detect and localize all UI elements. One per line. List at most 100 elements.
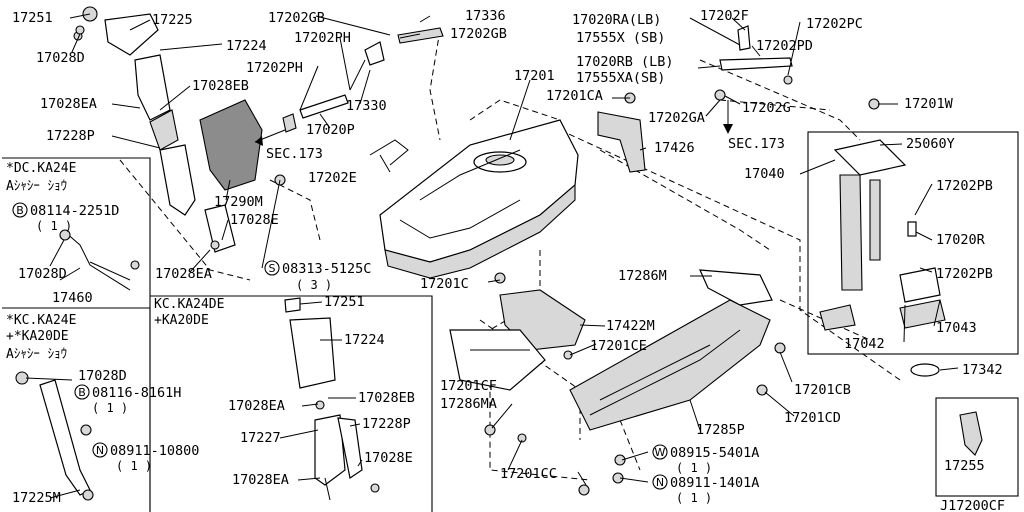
label-17336: 17336 — [465, 8, 506, 24]
label-17201CF: 17201CF — [440, 378, 497, 394]
label-17330: 17330 — [346, 98, 387, 114]
screw-S-symbol: S — [269, 262, 276, 275]
label-17202PC: 17202PC — [806, 16, 863, 32]
variant-notes: *DC.KA24E Aｼｬｼｰ ｼｮｳ *KC.KA24E +*KA20DE A… — [6, 161, 224, 362]
label-08116-qty: ( 1 ) — [92, 401, 128, 415]
label-17228P-tl: 17228P — [46, 128, 95, 144]
filler-bracket-17460 — [59, 229, 140, 291]
label-17201C: 17201C — [420, 276, 469, 292]
label-17202PB-1: 17202PB — [936, 178, 993, 194]
label-17201CD: 17201CD — [784, 410, 841, 426]
section-references: SEC.173 SEC.173 — [266, 136, 785, 162]
label-17202PH-1: 17202PH — [294, 30, 351, 46]
crossmember-17422M — [449, 289, 586, 391]
label-08911-1401: 08911-1401A — [670, 475, 759, 491]
label-17040: 17040 — [744, 166, 785, 182]
label-08915: 08915-5401A — [670, 445, 759, 461]
label-17460: 17460 — [52, 290, 93, 306]
fuel-pump-assembly — [819, 139, 946, 377]
label-17028E-tl: 17028E — [230, 212, 279, 228]
label-08114: 08114-2251D — [30, 203, 119, 219]
bolt-B-symbol-2: B — [78, 386, 86, 399]
section-dividers — [2, 131, 1019, 512]
label-17020RB: 17020RB (LB) — [576, 54, 674, 70]
washer-08915-label: W 08915-5401A ( 1 ) — [652, 444, 759, 475]
label-17201CB: 17201CB — [794, 382, 851, 398]
label-17202GB-1: 17202GB — [268, 10, 325, 26]
label-17042: 17042 — [844, 336, 885, 352]
label-17555X: 17555X (SB) — [576, 30, 665, 46]
label-17202PB-2: 17202PB — [936, 266, 993, 282]
label-17225: 17225 — [152, 12, 193, 28]
label-17202E: 17202E — [308, 170, 357, 186]
17255-box — [935, 397, 1019, 497]
vent-lines-right — [714, 25, 793, 101]
label-17202PD: 17202PD — [756, 38, 813, 54]
label-08116: 08116-8161H — [92, 385, 181, 401]
label-17028D-ml: 17028D — [18, 266, 67, 282]
label-17028D-tl: 17028D — [36, 50, 85, 66]
label-17028E-bm: 17028E — [364, 450, 413, 466]
note-dc-line1: *DC.KA24E — [6, 161, 76, 176]
leader-lines — [25, 13, 959, 499]
screw-08313-label: S 08313-5125C ( 3 ) — [264, 260, 371, 292]
label-08911-10800-qty: ( 1 ) — [116, 459, 152, 473]
label-17028EA-tl: 17028EA — [40, 96, 97, 112]
part-labels: 17251 17225 17224 17028D 17028EA 17028EB… — [12, 8, 1005, 512]
filler-assembly-bm — [284, 297, 380, 501]
label-17020P: 17020P — [306, 122, 355, 138]
fuel-tank-17201 — [379, 119, 579, 279]
label-17227: 17227 — [240, 430, 281, 446]
label-17028EB-tl: 17028EB — [192, 78, 249, 94]
fuel-pump-box — [807, 131, 1019, 355]
vent-tubes — [282, 27, 444, 166]
label-08911-1401-qty: ( 1 ) — [676, 491, 712, 505]
label-17201CC: 17201CC — [500, 466, 557, 482]
label-17224-tl: 17224 — [226, 38, 267, 54]
label-17028EA-bm2: 17028EA — [232, 472, 289, 488]
label-17224-bm: 17224 — [344, 332, 385, 348]
label-17201CE: 17201CE — [590, 338, 647, 354]
note-kc-line1: *KC.KA24E — [6, 313, 76, 328]
label-17201W: 17201W — [904, 96, 954, 112]
label-17028EA-bm1: 17028EA — [228, 398, 285, 414]
nut-08911-10800-label: N 08911-10800 ( 1 ) — [92, 442, 199, 473]
note-kc-line2: +*KA20DE — [6, 329, 69, 344]
washer-W-symbol: W — [655, 446, 666, 459]
label-17202G: 17202G — [742, 100, 791, 116]
label-17251-tl: 17251 — [12, 10, 53, 26]
label-17422M: 17422M — [606, 318, 655, 334]
label-17342: 17342 — [962, 362, 1003, 378]
sec173-ref-right: SEC.173 — [728, 136, 785, 152]
label-17202GA: 17202GA — [648, 110, 705, 126]
strap-17255 — [959, 411, 983, 456]
label-08313: 08313-5125C — [282, 261, 371, 277]
note-kc-line3: Aｼｬｼｰ ｼｮｳ — [6, 347, 67, 362]
tank-protector-17285P — [569, 269, 773, 431]
label-17028D-bl: 17028D — [78, 368, 127, 384]
label-17251-bm: 17251 — [324, 294, 365, 310]
label-17201CA: 17201CA — [546, 88, 603, 104]
nut-N-symbol: N — [96, 444, 104, 457]
label-08915-qty: ( 1 ) — [676, 461, 712, 475]
nut-N-symbol-2: N — [656, 476, 664, 489]
sec173-ref-left: SEC.173 — [266, 146, 323, 162]
diagram-code: J17200CF — [940, 498, 1005, 512]
label-17028EA-mid: 17028EA — [155, 266, 212, 282]
label-17290M: 17290M — [214, 194, 263, 210]
label-17020RA: 17020RA(LB) — [572, 12, 661, 28]
bolt-08116-label: B 08116-8161H ( 1 ) — [74, 384, 181, 415]
label-17201: 17201 — [514, 68, 555, 84]
label-17228P-bm: 17228P — [362, 416, 411, 432]
label-17286M: 17286M — [618, 268, 667, 284]
filler-pipe-variant-bl — [15, 371, 94, 501]
label-17286MA: 17286MA — [440, 396, 497, 412]
bracket-17426 — [597, 111, 646, 173]
label-17202PH-2: 17202PH — [246, 60, 303, 76]
label-25060Y: 25060Y — [906, 136, 955, 152]
symbol-labels: S 08313-5125C ( 3 ) B 08114-2251D ( 1 ) … — [12, 202, 759, 505]
note-kcm-line2: +KA20DE — [154, 313, 209, 328]
label-17225M: 17225M — [12, 490, 61, 506]
note-dc-line2: Aｼｬｼｰ ｼｮｳ — [6, 179, 67, 194]
